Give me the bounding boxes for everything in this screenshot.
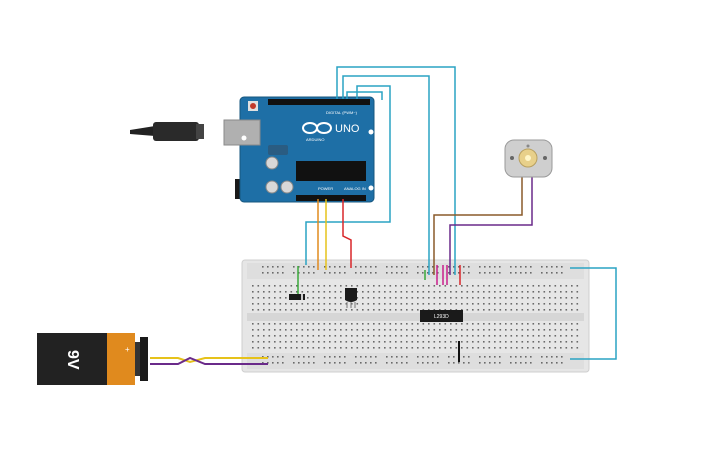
usb-port [223, 119, 261, 146]
dc-motor-icon[interactable] [504, 139, 553, 178]
wires [150, 66, 617, 365]
wire-teal-2 [342, 75, 430, 275]
power-analog-header [296, 195, 366, 201]
diode-icon[interactable] [289, 294, 305, 300]
atmega-chip [296, 161, 366, 181]
wire-red [342, 199, 352, 268]
wire-teal-4 [346, 91, 383, 100]
breadboard-holes [252, 266, 579, 364]
arduino-uno-board[interactable]: UNO ARDUINO DIGITAL (PWM~) POWER ANALOG … [130, 96, 375, 203]
wire-rail-jumper [570, 267, 617, 360]
battery-9v[interactable]: 9V + [37, 333, 148, 385]
battery-plus-sign: + [125, 345, 130, 354]
arduino-logo-text: UNO [335, 123, 360, 135]
wire-purple [449, 176, 533, 275]
analog-header-label: ANALOG IN [344, 186, 366, 191]
usb-cable-icon [130, 122, 204, 141]
digital-header-label: DIGITAL (PWM~) [326, 110, 358, 115]
driver-ic-label: L293D [434, 314, 449, 320]
wire-battery-purple [150, 356, 268, 365]
arduino-logo [302, 122, 332, 134]
wire-teal-1 [336, 66, 456, 275]
wire-battery-yellow [150, 357, 268, 364]
power-header-label: POWER [318, 186, 333, 191]
digital-header [268, 99, 370, 105]
breadboard[interactable] [241, 259, 590, 373]
arduino-brand-text: ARDUINO [306, 137, 324, 142]
l293d-driver-chip[interactable]: L293D [420, 310, 463, 322]
battery-label: 9V [64, 350, 81, 370]
transistor-icon[interactable] [345, 288, 357, 308]
wire-teal-3 [305, 85, 391, 265]
wire-brown [433, 176, 523, 275]
